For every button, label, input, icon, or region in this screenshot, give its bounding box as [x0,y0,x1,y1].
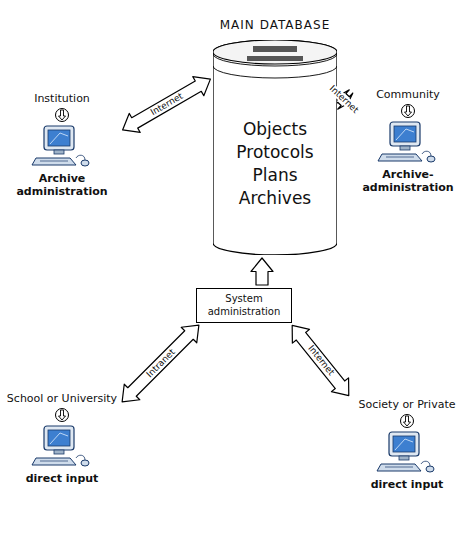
connection-label: Intranet [144,347,177,380]
workstation-node: Society or Private direct input [348,398,466,491]
block-arrow [122,325,199,402]
workstation-node: InstitutionArchive administration [4,92,120,199]
site-name: Institution [34,92,90,105]
database-node: MAIN DATABASEObjects Protocols Plans Arc… [213,40,337,255]
workstation-node: School or University direct input [4,392,120,485]
connection-label: Internet [305,343,336,378]
role-label: direct input [26,472,99,485]
computer-icon [376,120,440,166]
block-arrow [123,77,211,133]
block-arrow [251,258,273,285]
person-symbol [54,407,70,423]
role-label: Archive-administration [350,168,466,194]
block-arrow [292,325,349,395]
workstation-node: CommunityArchive-administration [350,88,466,195]
person-symbol [400,103,416,119]
database-contents: Objects Protocols Plans Archives [225,118,325,210]
role-label: Archive administration [4,172,120,198]
person-symbol [54,107,70,123]
site-name: School or University [7,392,117,405]
process-box: System administration [196,288,292,323]
computer-icon [30,124,94,170]
computer-icon [375,430,439,476]
role-label: direct input [371,478,444,491]
site-name: Society or Private [358,398,455,411]
database-title: MAIN DATABASE [193,18,357,32]
site-name: Community [376,88,440,101]
box-label: System administration [201,293,287,318]
computer-icon [30,424,94,470]
person-symbol [399,413,415,429]
